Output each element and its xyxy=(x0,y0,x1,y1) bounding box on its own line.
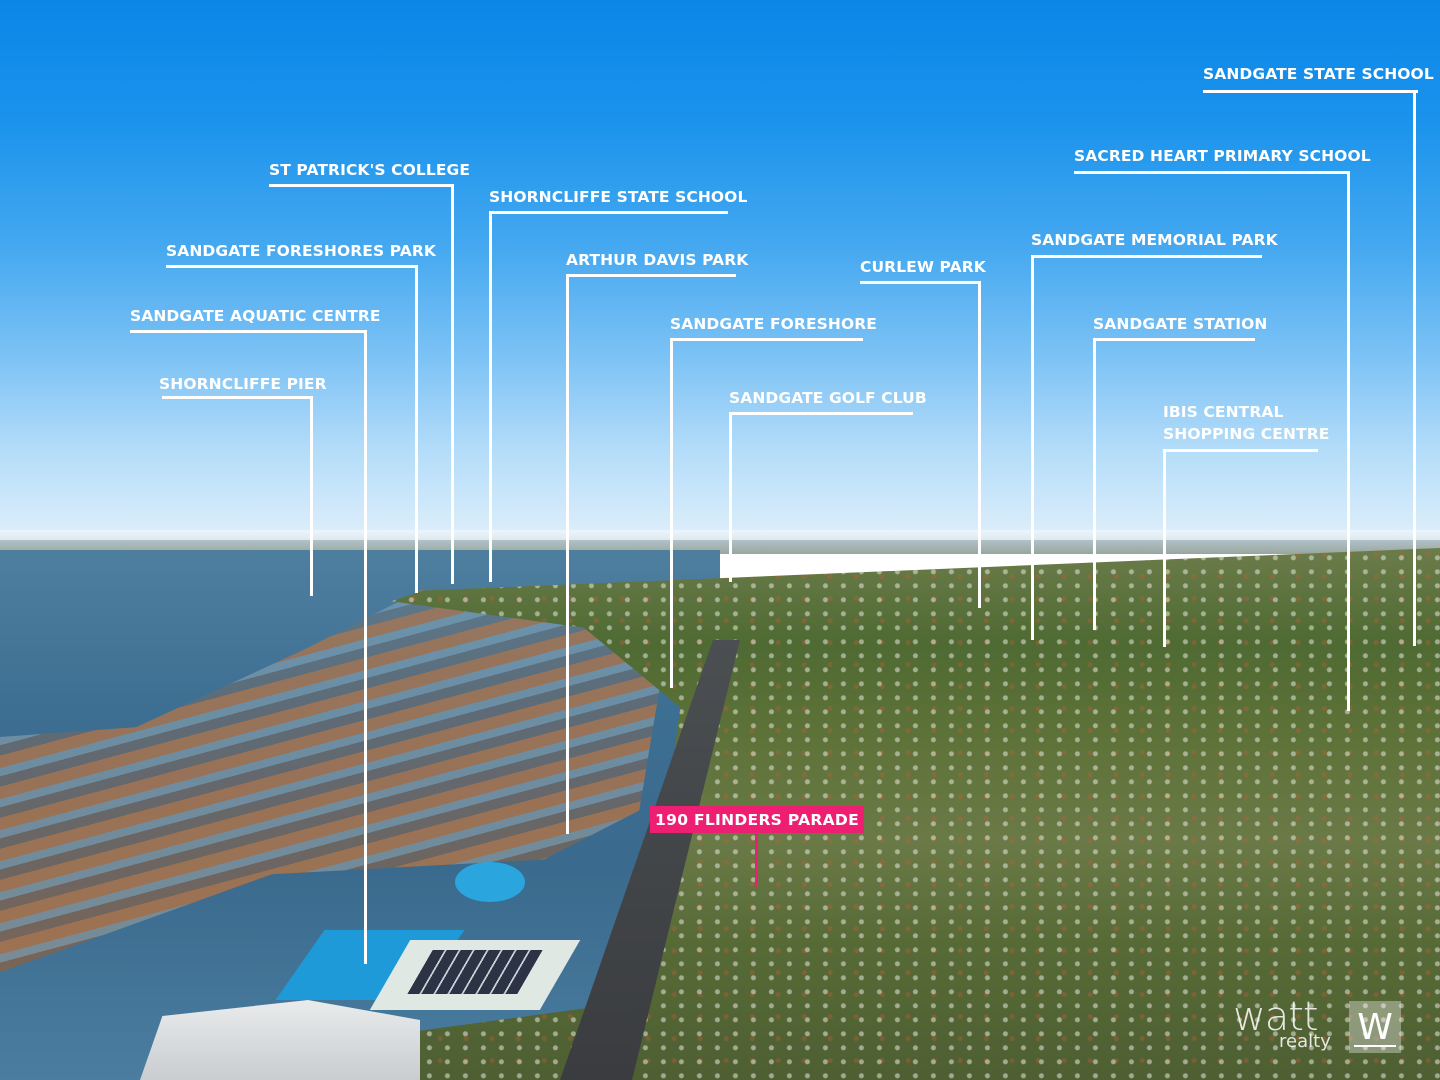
callout-label: SHORNCLIFFE STATE SCHOOL xyxy=(489,188,748,206)
callout-rule xyxy=(1031,255,1262,258)
callout-leader xyxy=(489,211,492,582)
callout-label: ARTHUR DAVIS PARK xyxy=(566,251,749,269)
callout-rule xyxy=(162,396,313,399)
callout-label: SANDGATE FORESHORES PARK xyxy=(166,242,437,260)
callout-leader xyxy=(1413,90,1416,646)
callout-label: CURLEW PARK xyxy=(860,258,986,276)
callout-rule xyxy=(269,184,454,187)
callout-rule xyxy=(729,412,913,415)
callout-label: SANDGATE STATION xyxy=(1093,315,1268,333)
callout-rule xyxy=(489,211,728,214)
callout-rule xyxy=(670,338,863,341)
logo-subtitle: realty xyxy=(1279,1031,1331,1052)
callout-label: SANDGATE FORESHORE xyxy=(670,315,877,333)
callout-label-line2: SHOPPING CENTRE xyxy=(1163,425,1330,443)
callout-rule xyxy=(130,330,367,333)
property-address-tag: 190 FLINDERS PARADE xyxy=(650,806,864,833)
callout-rule xyxy=(1093,338,1255,341)
callout-rule xyxy=(166,265,418,268)
callout-rule xyxy=(1203,90,1418,93)
callout-leader xyxy=(415,265,418,593)
callout-rule xyxy=(566,274,736,277)
callout-label: SANDGATE MEMORIAL PARK xyxy=(1031,231,1278,249)
splash-pool xyxy=(455,862,525,902)
callout-leader xyxy=(670,338,673,688)
callout-label: SANDGATE GOLF CLUB xyxy=(729,389,927,407)
callout-leader xyxy=(1347,171,1350,711)
logo-w-mark-icon: W xyxy=(1349,1001,1401,1053)
callout-label: SACRED HEART PRIMARY SCHOOL xyxy=(1074,147,1371,165)
callout-label-line1: IBIS CENTRAL xyxy=(1163,403,1284,421)
callout-rule xyxy=(1163,449,1318,452)
callout-leader xyxy=(1093,338,1096,630)
callout-rule xyxy=(860,281,981,284)
callout-leader xyxy=(978,281,981,608)
callout-leader xyxy=(451,184,454,584)
callout-label: SANDGATE AQUATIC CENTRE xyxy=(130,307,381,325)
callout-leader xyxy=(729,412,732,582)
logo-wordmark: watt xyxy=(1233,994,1319,1040)
callout-leader xyxy=(566,274,569,834)
callout-label: ST PATRICK'S COLLEGE xyxy=(269,161,471,179)
watt-realty-logo: watt realty W xyxy=(1233,997,1403,1053)
callout-leader xyxy=(310,396,313,596)
logo-underline xyxy=(1354,1045,1396,1047)
callout-label: SANDGATE STATE SCHOOL xyxy=(1203,65,1434,83)
callout-rule xyxy=(1074,171,1350,174)
callout-leader xyxy=(364,330,367,964)
callout-leader xyxy=(1163,449,1166,647)
property-pin-line xyxy=(755,833,758,887)
callout-leader xyxy=(1031,255,1034,640)
callout-label: SHORNCLIFFE PIER xyxy=(159,375,327,393)
